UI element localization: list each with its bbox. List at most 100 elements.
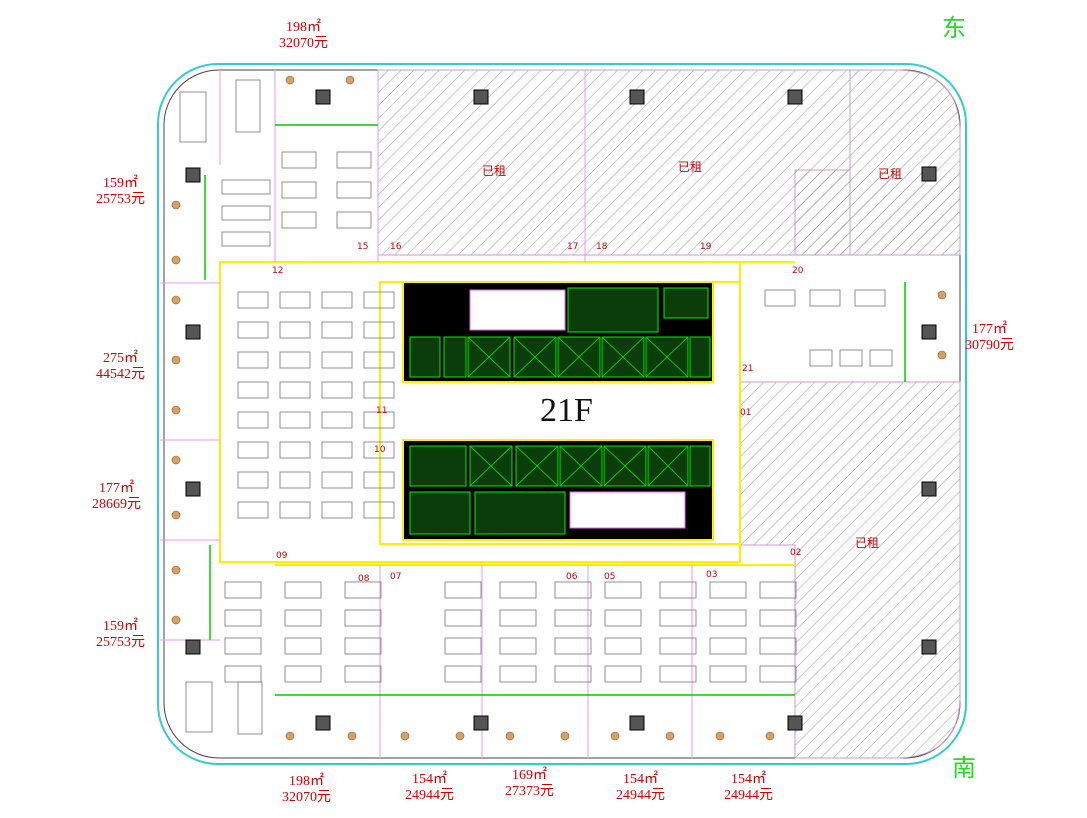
unit-price: 44542元: [96, 367, 145, 382]
chair: [560, 731, 570, 741]
unit-number: 06: [566, 572, 578, 582]
chair: [715, 731, 725, 741]
rented-label: 已租: [482, 164, 507, 178]
core-upper: [402, 281, 714, 383]
desk: [321, 411, 353, 429]
desk: [336, 181, 372, 199]
desk: [284, 609, 322, 627]
desk: [284, 665, 322, 683]
desk: [363, 501, 395, 519]
desk: [281, 151, 317, 169]
desk: [709, 581, 747, 599]
unit-number: 10: [374, 445, 386, 455]
desk: [336, 151, 372, 169]
desk: [224, 637, 262, 655]
desk: [279, 321, 311, 339]
unit-label-bottom-1[interactable]: 198㎡ 32070元: [282, 774, 331, 806]
chair: [347, 731, 357, 741]
unit-label-left-2[interactable]: 275㎡ 44542元: [96, 351, 145, 383]
desk: [444, 609, 482, 627]
desk: [284, 581, 322, 599]
desk: [237, 291, 269, 309]
unit-label-left-4[interactable]: 159㎡ 25753元: [96, 619, 145, 651]
desk: [237, 321, 269, 339]
desk: [363, 351, 395, 369]
unit-number: 15: [357, 242, 369, 252]
desk: [604, 665, 642, 683]
desk: [444, 581, 482, 599]
unit-area: 154㎡: [623, 772, 658, 787]
unit-label-bottom-4[interactable]: 154㎡ 24944元: [616, 772, 665, 804]
unit-label-left-1[interactable]: 159㎡ 25753元: [96, 176, 145, 208]
desk: [709, 609, 747, 627]
chair: [455, 731, 465, 741]
chair: [171, 615, 181, 625]
desk: [237, 411, 269, 429]
core-lower: [402, 439, 714, 541]
chair: [171, 295, 181, 305]
desk: [279, 441, 311, 459]
desk: [237, 381, 269, 399]
building-outline: [157, 63, 967, 765]
desk: [363, 321, 395, 339]
chair: [171, 455, 181, 465]
unit-area: 177㎡: [99, 481, 134, 496]
desk: [279, 471, 311, 489]
unit-price: 24944元: [405, 788, 454, 803]
unit-price: 32070元: [282, 790, 331, 805]
chair: [345, 75, 355, 85]
unit-price: 27373元: [505, 784, 554, 799]
unit-price: 28669元: [92, 497, 141, 512]
unit-number: 17: [567, 242, 579, 252]
chair: [171, 200, 181, 210]
unit-area: 159㎡: [103, 619, 138, 634]
compass-east: 东: [942, 14, 966, 42]
desk: [321, 321, 353, 339]
desk: [224, 665, 262, 683]
unit-number: 05: [604, 572, 616, 582]
chair: [285, 731, 295, 741]
desk: [809, 349, 833, 367]
desk: [759, 609, 797, 627]
desk: [854, 289, 886, 307]
desk: [336, 211, 372, 229]
desk: [321, 441, 353, 459]
unit-label-top-left[interactable]: 198㎡ 32070元: [279, 20, 328, 52]
chair: [937, 290, 947, 300]
desk: [444, 665, 482, 683]
desk: [321, 291, 353, 309]
chair: [765, 731, 775, 741]
unit-number: 16: [390, 242, 402, 252]
unit-area: 198㎡: [289, 774, 324, 789]
chair: [610, 731, 620, 741]
desk: [279, 291, 311, 309]
workstations: [179, 79, 893, 735]
desk: [185, 681, 213, 733]
chair: [171, 510, 181, 520]
unit-number: 20: [792, 266, 804, 276]
desk: [363, 291, 395, 309]
unit-price: 30790元: [965, 338, 1014, 353]
unit-number: 12: [272, 266, 284, 276]
desk: [321, 381, 353, 399]
chair: [665, 731, 675, 741]
chair: [171, 405, 181, 415]
desk: [554, 581, 592, 599]
desk: [279, 411, 311, 429]
unit-area: 154㎡: [731, 772, 766, 787]
desk: [221, 179, 271, 195]
unit-label-bottom-3[interactable]: 169㎡ 27373元: [505, 768, 554, 800]
desk: [179, 91, 207, 143]
unit-label-right[interactable]: 177㎡ 30790元: [965, 322, 1014, 354]
unit-area: 169㎡: [512, 768, 547, 783]
unit-label-bottom-5[interactable]: 154㎡ 24944元: [724, 772, 773, 804]
desk: [363, 381, 395, 399]
desk: [281, 211, 317, 229]
chair: [171, 565, 181, 575]
chair: [400, 731, 410, 741]
unit-label-left-3[interactable]: 177㎡ 28669元: [92, 481, 141, 513]
unit-label-bottom-2[interactable]: 154㎡ 24944元: [405, 772, 454, 804]
desk: [499, 637, 537, 655]
chair: [505, 731, 515, 741]
